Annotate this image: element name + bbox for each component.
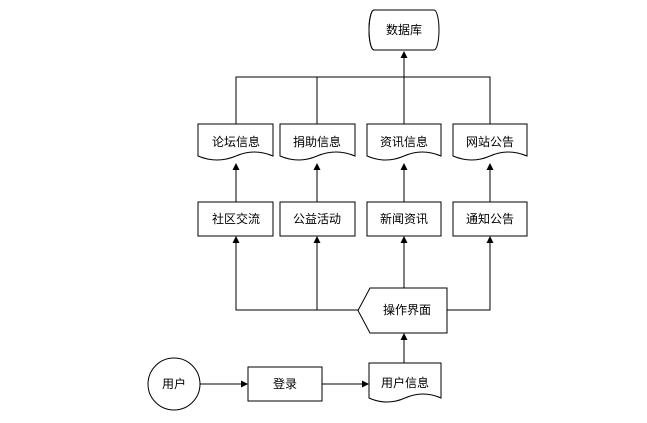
arrowhead-newsinfo — [400, 163, 408, 170]
arrowhead-userinfo — [362, 380, 369, 388]
login-shape — [247, 366, 323, 402]
news-info-label: 资讯信息 — [380, 134, 428, 149]
database-shape-rim — [368, 9, 375, 51]
arrowhead-login — [241, 380, 248, 388]
edge-interface-to-notice — [447, 243, 491, 311]
news-info-shape — [366, 123, 442, 161]
arrowhead-donation — [313, 163, 321, 170]
arrowhead-news — [400, 236, 408, 243]
arrowhead-community — [232, 236, 240, 243]
charity-shape — [279, 201, 356, 237]
edge-interface-to-community — [235, 243, 370, 311]
edge-documents-to-database — [235, 76, 491, 124]
notice-label: 通知公告 — [466, 212, 514, 226]
database-node: 数据库 — [368, 9, 440, 51]
arrowhead-interface — [400, 333, 408, 340]
news-node: 新闻资讯 — [366, 201, 442, 237]
login-node: 登录 — [247, 366, 323, 402]
notice-shape — [452, 201, 528, 237]
edges — [200, 51, 494, 388]
database-label: 数据库 — [386, 22, 422, 37]
user-info-node: 用户信息 — [368, 362, 442, 403]
arrowhead-charity — [313, 236, 321, 243]
user-label: 用户 — [162, 376, 186, 391]
user-node: 用户 — [147, 357, 201, 411]
forum-info-shape — [197, 123, 274, 161]
arrowhead-notice — [486, 236, 494, 243]
charity-label: 公益活动 — [293, 212, 341, 226]
site-notice-label: 网站公告 — [466, 135, 514, 149]
community-label: 社区交流 — [212, 211, 260, 226]
user-shape — [147, 357, 201, 411]
site-notice-shape — [452, 123, 528, 161]
arrowhead-forum — [232, 163, 240, 170]
news-shape — [366, 201, 442, 237]
charity-node: 公益活动 — [279, 201, 356, 237]
user-info-label: 用户信息 — [381, 375, 429, 390]
news-label: 新闻资讯 — [380, 211, 428, 226]
arrowhead-sitenotice — [486, 163, 494, 170]
interface-node: 操作界面 — [357, 287, 448, 334]
interface-shape — [357, 287, 448, 334]
arrowhead-database — [400, 51, 408, 58]
user-info-shape — [368, 362, 442, 403]
login-label: 登录 — [273, 376, 297, 391]
news-info-node: 资讯信息 — [366, 123, 442, 161]
interface-label: 操作界面 — [383, 302, 431, 317]
donation-info-node: 捐助信息 — [279, 123, 356, 161]
site-notice-node: 网站公告 — [452, 123, 528, 161]
donation-info-shape — [279, 123, 356, 161]
forum-info-label: 论坛信息 — [212, 134, 260, 149]
community-shape — [197, 201, 274, 237]
donation-info-label: 捐助信息 — [293, 134, 341, 149]
notice-node: 通知公告 — [452, 201, 528, 237]
community-node: 社区交流 — [197, 201, 274, 237]
forum-info-node: 论坛信息 — [197, 123, 274, 161]
